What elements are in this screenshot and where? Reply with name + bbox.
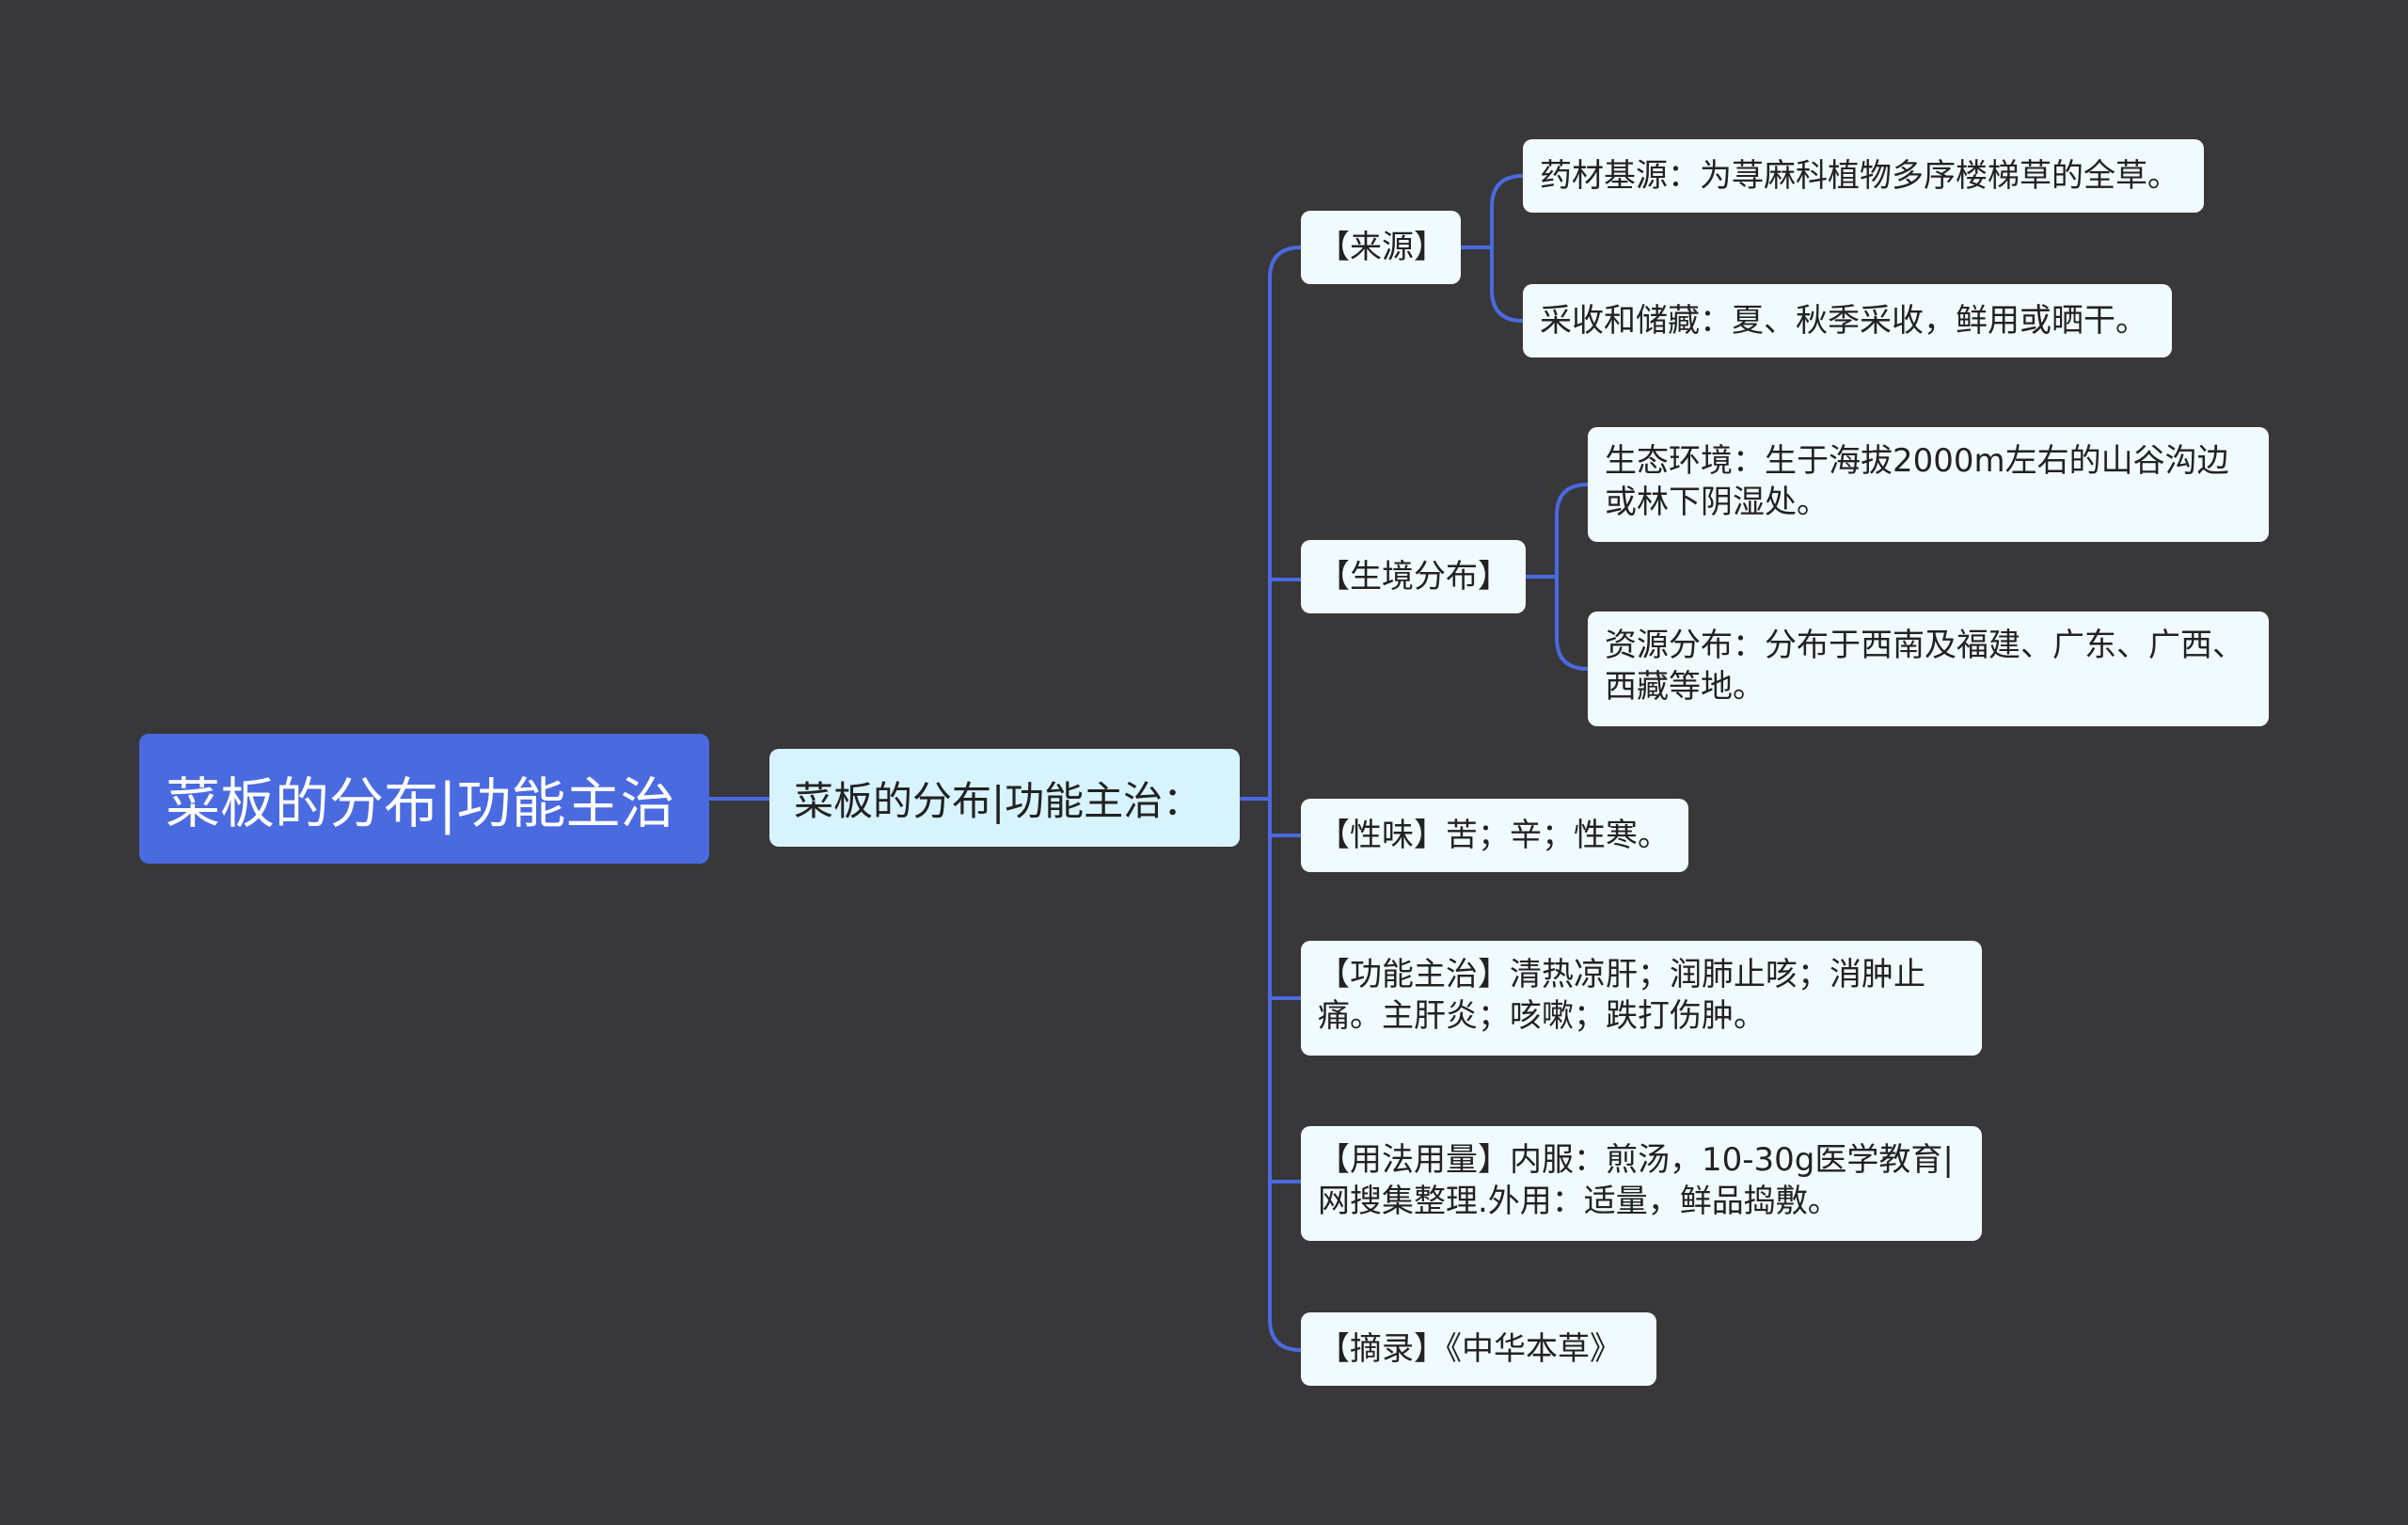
leaf-source-harvest[interactable]: 采收和储藏：夏、秋季采收，鲜用或晒干。	[1523, 284, 2172, 357]
branch-excerpt[interactable]: 【摘录】《中华本草》	[1301, 1312, 1656, 1386]
branch-function[interactable]: 【功能主治】清热凉肝；润肺止咳；消肿止痛。主肝炎；咳嗽；跌打伤肿。	[1301, 941, 1982, 1056]
root-node[interactable]: 菜板的分布|功能主治	[139, 734, 709, 864]
leaf-source-origin[interactable]: 药材基源：为荨麻科植物多序楼梯草的全草。	[1523, 139, 2204, 213]
sub-node[interactable]: 菜板的分布|功能主治：	[769, 749, 1240, 847]
branch-habitat[interactable]: 【生境分布】	[1301, 540, 1526, 613]
branch-source[interactable]: 【来源】	[1301, 211, 1461, 284]
branch-taste[interactable]: 【性味】苦；辛；性寒。	[1301, 799, 1688, 872]
leaf-habitat-distribution[interactable]: 资源分布：分布于西南及福建、广东、广西、西藏等地。	[1588, 612, 2269, 726]
leaf-habitat-environment[interactable]: 生态环境：生于海拔2000m左右的山谷沟边或林下阴湿处。	[1588, 427, 2269, 542]
branch-usage[interactable]: 【用法用量】内服：煎汤，10-30g医学教育|网搜集整理.外用：适量，鲜品捣敷。	[1301, 1126, 1982, 1241]
